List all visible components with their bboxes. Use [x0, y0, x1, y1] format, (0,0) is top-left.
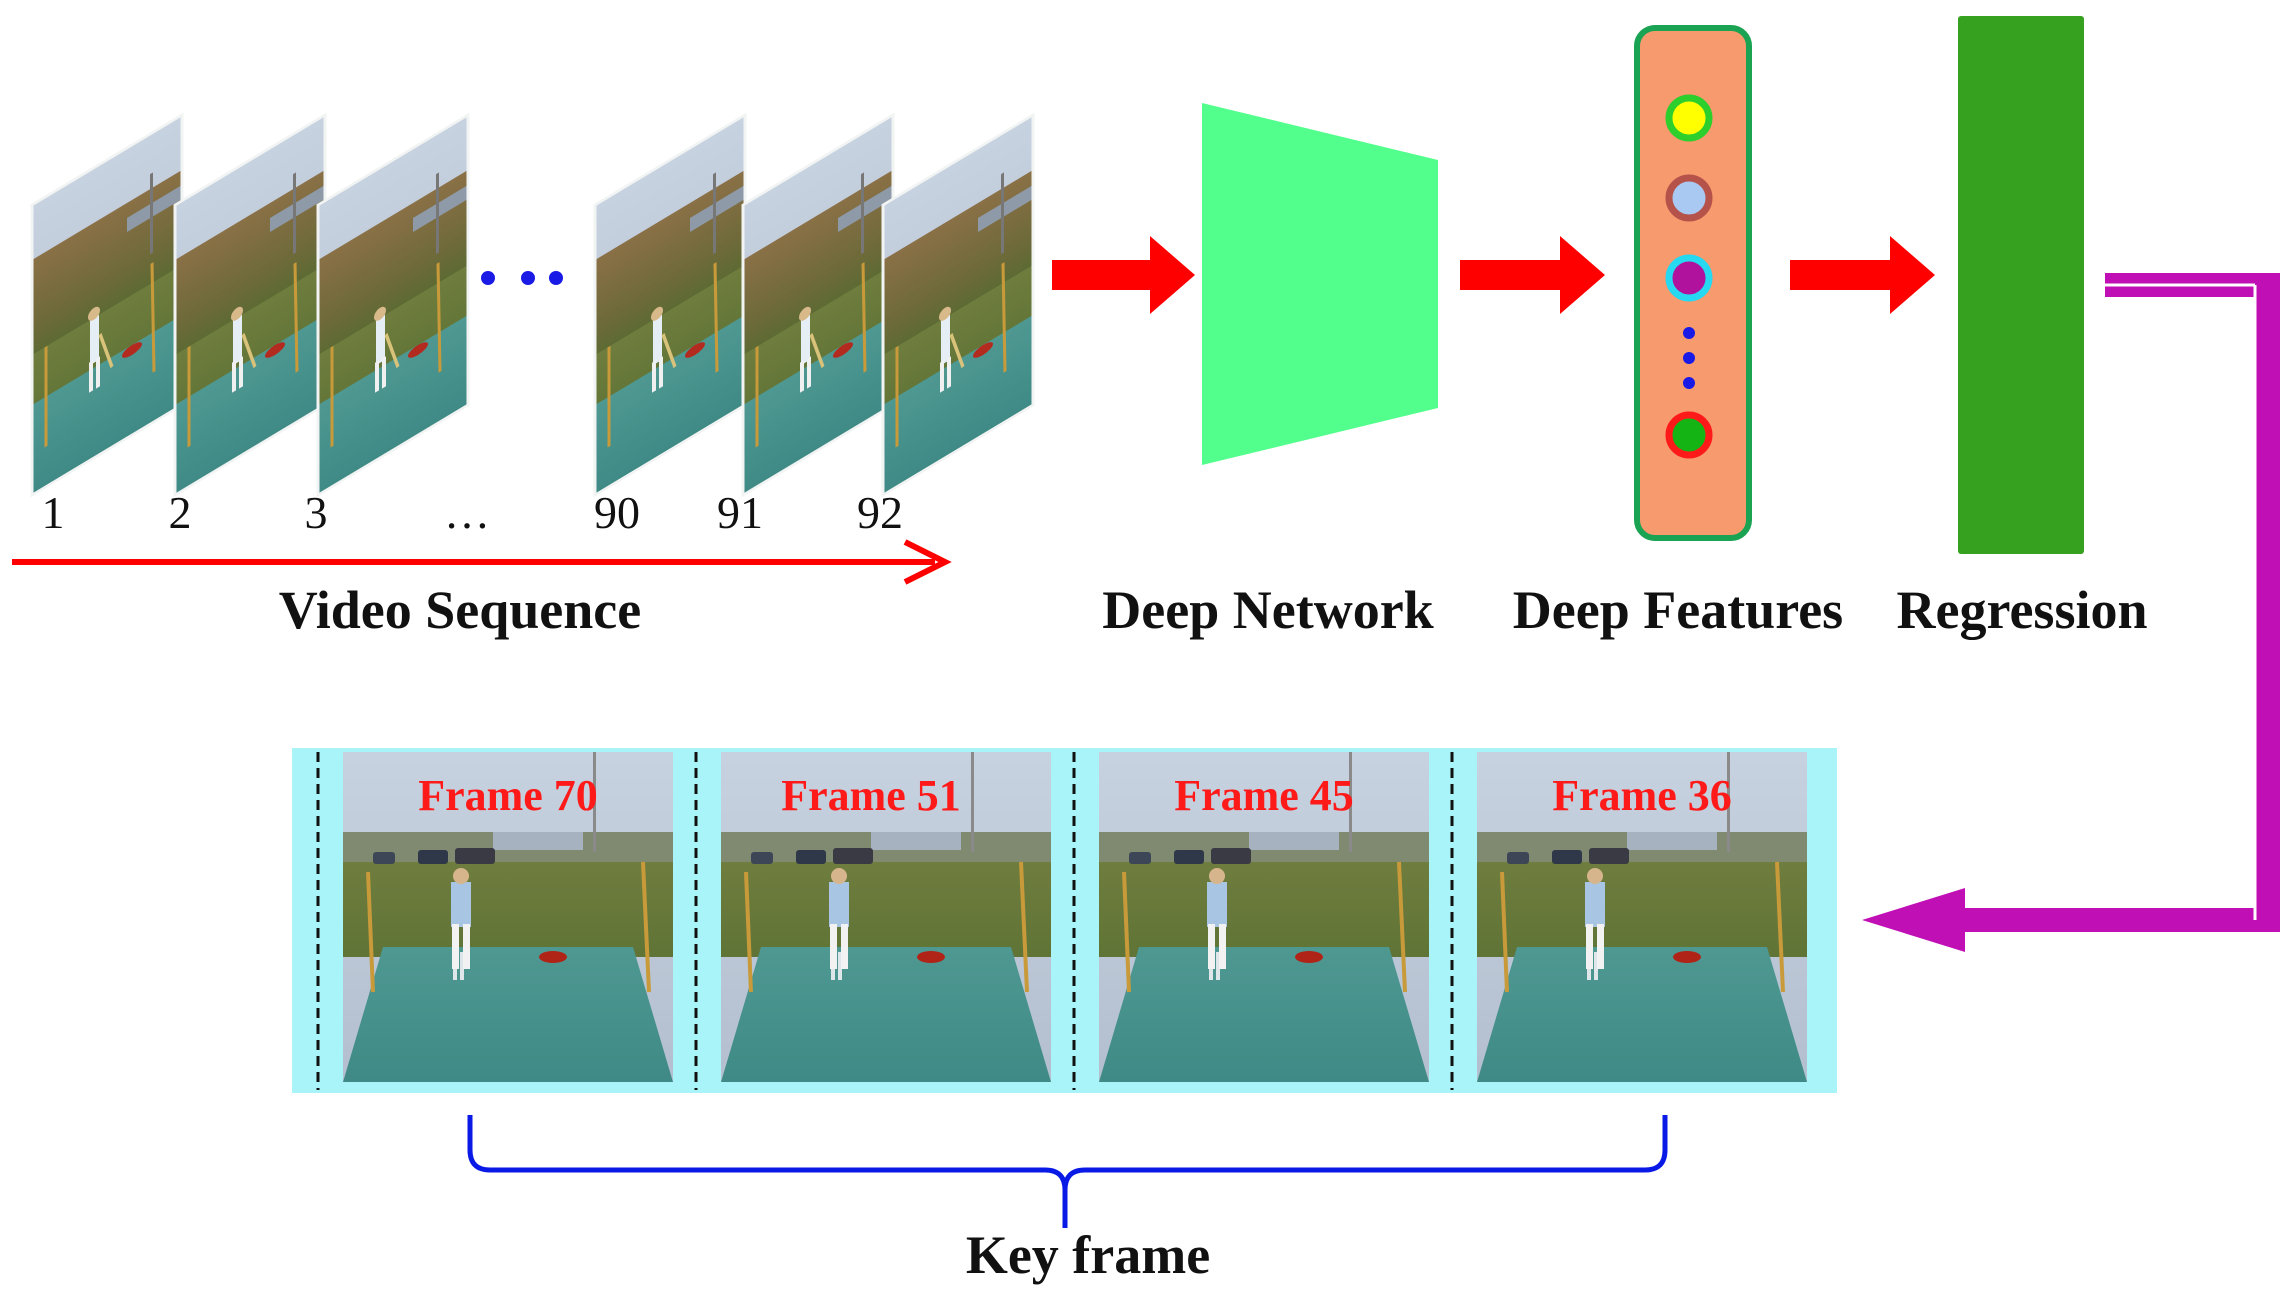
time-arrow: [12, 539, 952, 585]
regression-label: Regression: [1897, 580, 2148, 640]
deep-features-label: Deep Features: [1513, 580, 1843, 640]
feature-node: [1665, 254, 1713, 302]
frame-number: 3: [305, 487, 328, 538]
key-frame-label: Frame 51: [781, 771, 961, 820]
deep-features: Deep Features: [1513, 25, 1843, 640]
sequence-frame: [316, 112, 470, 498]
frame-number: …: [444, 487, 490, 538]
flow-arrow: [1052, 236, 1195, 314]
sequence-frame: [30, 112, 184, 498]
sequence-frame: [173, 112, 327, 498]
key-frame: Frame 45: [1097, 750, 1431, 1084]
key-frame-strip: Frame 70 Frame 51 Frame 45 Frame 36: [292, 748, 1837, 1093]
key-frame: Frame 51: [719, 750, 1053, 1084]
sequence-frame: [741, 112, 895, 498]
sequence-frame: [593, 112, 747, 498]
feature-ellipsis-dot: [1683, 377, 1695, 389]
key-frame-label: Frame 70: [418, 771, 598, 820]
feedback-arrow: [1862, 273, 2280, 952]
key-frame: Frame 36: [1475, 750, 1809, 1084]
ellipsis-dot: [549, 271, 563, 285]
regression-block: [1958, 16, 2084, 554]
video-sequence-label: Video Sequence: [279, 580, 642, 640]
video-sequence: 1 2 3 … 90 91 92 Video Sequence: [12, 112, 1035, 640]
frame-number: 92: [857, 487, 903, 538]
sequence-frame: [881, 112, 1035, 498]
deep-network-block: [1202, 103, 1438, 465]
ellipsis-dot: [521, 271, 535, 285]
frame-number: 2: [169, 487, 192, 538]
feature-node: [1665, 411, 1713, 459]
key-frame: Frame 70: [341, 750, 675, 1084]
regression: Regression: [1897, 16, 2148, 640]
frame-number: 91: [717, 487, 763, 538]
feature-ellipsis-dot: [1683, 352, 1695, 364]
feature-node: [1665, 174, 1713, 222]
flow-arrow: [1460, 236, 1605, 314]
feature-node: [1665, 94, 1713, 142]
key-frame-label-text: Key frame: [966, 1225, 1210, 1285]
deep-network-label: Deep Network: [1102, 580, 1433, 640]
key-frame-brace: [467, 1115, 1668, 1228]
key-frame-label: Frame 45: [1174, 771, 1354, 820]
feature-ellipsis-dot: [1683, 327, 1695, 339]
frame-number: 90: [594, 487, 640, 538]
frame-number: 1: [42, 487, 65, 538]
deep-network: Deep Network: [1102, 103, 1438, 640]
flow-arrow: [1790, 236, 1935, 314]
key-frame-label: Frame 36: [1552, 771, 1732, 820]
ellipsis-dot: [481, 271, 495, 285]
